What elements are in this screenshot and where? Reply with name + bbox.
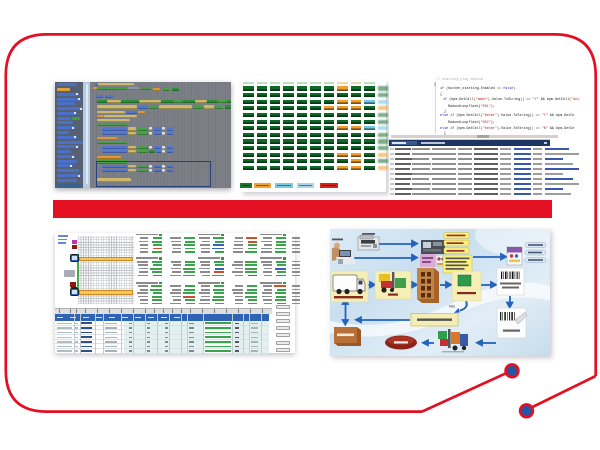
svg-text:NG: NG xyxy=(449,304,455,309)
